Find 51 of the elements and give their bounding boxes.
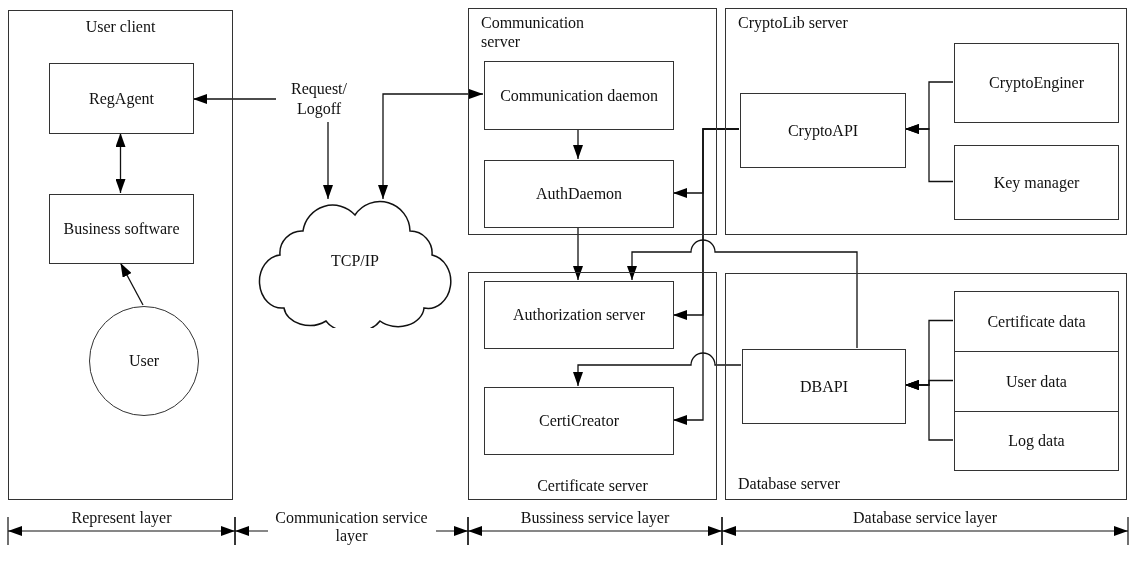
server-panel (8, 10, 233, 500)
server-panel (468, 8, 717, 235)
server-panel (468, 272, 717, 500)
process-box (484, 61, 674, 130)
box-label: Log data (1007, 431, 1066, 451)
process-box (954, 43, 1119, 123)
cloud-label: TCP/IP (330, 250, 380, 271)
box-label: CertiCreator (538, 411, 620, 431)
process-box (740, 93, 906, 168)
arrow (115, 132, 126, 194)
box-label: DBAPI (799, 376, 849, 397)
panel-title: CryptoLib server (738, 13, 848, 32)
box-label: CryptoAPI (786, 120, 860, 141)
circle-label: User (127, 351, 161, 371)
panel-title: User client (84, 17, 157, 36)
process-box (484, 281, 674, 349)
arrow (378, 89, 484, 200)
process-box (954, 351, 1119, 412)
box-label: Authorization server (512, 305, 646, 325)
process-box (742, 349, 906, 424)
box-label: CryptoEnginer (987, 73, 1086, 93)
arrow (573, 352, 742, 387)
process-box (49, 63, 194, 134)
arrow (119, 262, 144, 306)
process-box (954, 291, 1119, 352)
box-label: Certificate data (986, 311, 1087, 332)
panel-title: Certificate server (536, 476, 649, 495)
process-box (49, 194, 194, 264)
arrow (904, 124, 954, 183)
box-label: RegAgent (88, 88, 155, 109)
box-label: AuthDaemon (534, 184, 624, 204)
layer-label: Communication service layer (267, 509, 436, 545)
box-label: Communication daemon (499, 85, 659, 106)
server-panel (725, 273, 1127, 500)
process-box (954, 145, 1119, 220)
arrow (627, 239, 858, 349)
arrow (192, 94, 277, 104)
box-label: User data (1005, 371, 1068, 392)
process-box (954, 411, 1119, 471)
panel-title: Communication server (481, 13, 586, 51)
arrow (672, 128, 740, 425)
box-label: Business software (62, 219, 181, 239)
box-label: Key manager (992, 172, 1081, 193)
process-box (484, 387, 674, 455)
arrow (573, 128, 583, 160)
server-panel (725, 8, 1127, 235)
panel-title: Database server (738, 474, 840, 493)
process-box (484, 160, 674, 228)
connector-label: Request/ Logoff (290, 79, 348, 119)
arrow (323, 121, 333, 200)
arrow (573, 226, 583, 281)
